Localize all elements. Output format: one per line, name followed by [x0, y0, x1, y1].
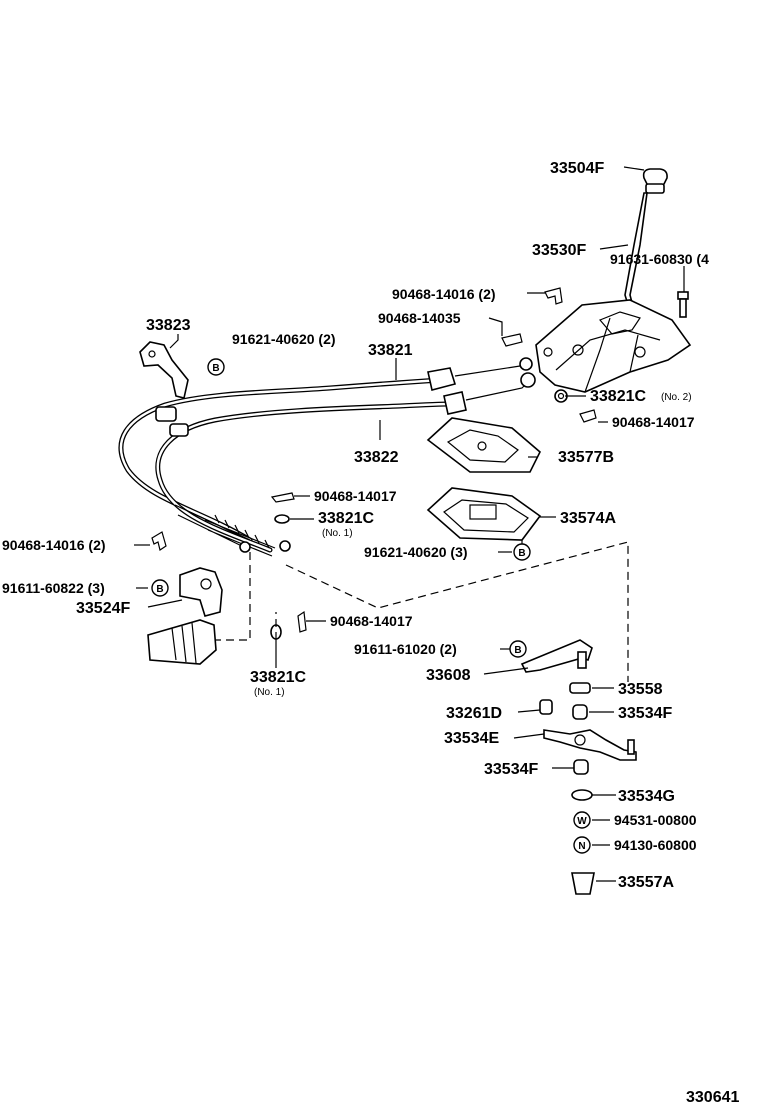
clip-90468-14016-left [151, 531, 167, 551]
svg-text:B: B [156, 584, 163, 595]
label-33821: 33821 [368, 342, 413, 359]
cable-grommets [155, 406, 189, 437]
badge-b-3: B [151, 579, 169, 597]
label-33534f-lower: 33534F [484, 761, 538, 778]
flange-bolt-top [677, 291, 689, 318]
label-33821c-low: 33821C [250, 669, 306, 686]
clip-90468-14017-right [579, 409, 597, 423]
label-90468-14016-top: 90468-14016 (2) [392, 286, 496, 302]
label-33524f: 33524F [76, 600, 130, 617]
lever-arm-33608 [520, 639, 593, 673]
diagram-number: 330641 [686, 1089, 739, 1106]
clip-90468-14017-mid [270, 492, 295, 503]
svg-text:B: B [212, 363, 219, 374]
label-91631-60830: 91631-60830 (4 [610, 251, 709, 267]
clip-90468-14017-low [297, 610, 307, 633]
label-33557a: 33557A [618, 874, 674, 891]
label-33534g: 33534G [618, 788, 675, 805]
label-33821c-mid: 33821C [318, 510, 374, 527]
cable-end-springs [174, 504, 291, 557]
bracket-33524f [179, 567, 223, 617]
collar-33558 [569, 682, 591, 694]
svg-text:N: N [578, 841, 585, 852]
label-33822: 33822 [354, 449, 399, 466]
label-33608: 33608 [426, 667, 471, 684]
svg-text:B: B [514, 645, 521, 656]
label-33823: 33823 [146, 317, 191, 334]
label-91621-40620-plate: 91621-40620 (3) [364, 544, 468, 560]
label-90468-14017-right: 90468-14017 [612, 414, 695, 430]
clip-90468-14016-top [544, 287, 563, 305]
label-33530f: 33530F [532, 242, 586, 259]
svg-text:B: B [518, 548, 525, 559]
plate-33577b [426, 417, 541, 473]
badge-b-1: B [207, 358, 225, 376]
shift-knob [642, 168, 668, 194]
washer-33534g [571, 789, 593, 801]
bushing-33821c-mid [274, 514, 290, 524]
badge-w: W [573, 811, 591, 829]
cable-33822 [155, 372, 536, 553]
plate-33574a [426, 487, 542, 541]
label-94130-60800: 94130-60800 [614, 837, 697, 853]
pin-33261d [539, 699, 553, 715]
label-90468-14035: 90468-14035 [378, 310, 461, 326]
leader-lines [134, 166, 685, 882]
label-33821c-low-note: (No. 1) [254, 687, 285, 698]
label-33574a: 33574A [560, 510, 616, 527]
label-33821c-mid-note: (No. 1) [322, 528, 353, 539]
badge-b-4: B [509, 640, 527, 658]
label-91611-61020: 91611-61020 (2) [354, 641, 457, 657]
bracket-33823 [139, 341, 189, 399]
label-33558: 33558 [618, 681, 663, 698]
label-91621-40620-top: 91621-40620 (2) [232, 331, 336, 347]
svg-text:W: W [577, 816, 587, 827]
label-90468-14016-left: 90468-14016 (2) [2, 537, 106, 553]
cable-33821 [118, 357, 533, 543]
cap-33557a [571, 872, 595, 895]
label-90468-14017-low: 90468-14017 [330, 613, 413, 629]
label-33534e: 33534E [444, 730, 499, 747]
link-lever-33534e [543, 729, 637, 761]
label-33504f: 33504F [550, 160, 604, 177]
transmission-shaft [147, 619, 217, 665]
label-33821c-no2: 33821C [590, 388, 646, 405]
badge-b-2: B [513, 543, 531, 561]
label-94531-00800: 94531-00800 [614, 812, 697, 828]
bush-33534f-lower [573, 759, 589, 775]
label-33261d: 33261D [446, 705, 502, 722]
label-91611-60822: 91611-60822 (3) [2, 580, 105, 596]
shift-lever-housing [535, 299, 692, 393]
bush-33534f-upper [572, 704, 588, 720]
label-33577b: 33577B [558, 449, 614, 466]
clip-90468-14035 [501, 333, 523, 347]
label-33821c-no2-note: (No. 2) [661, 392, 692, 403]
label-33534f-upper: 33534F [618, 705, 672, 722]
label-90468-14017-mid: 90468-14017 [314, 488, 397, 504]
badge-n: N [573, 836, 591, 854]
